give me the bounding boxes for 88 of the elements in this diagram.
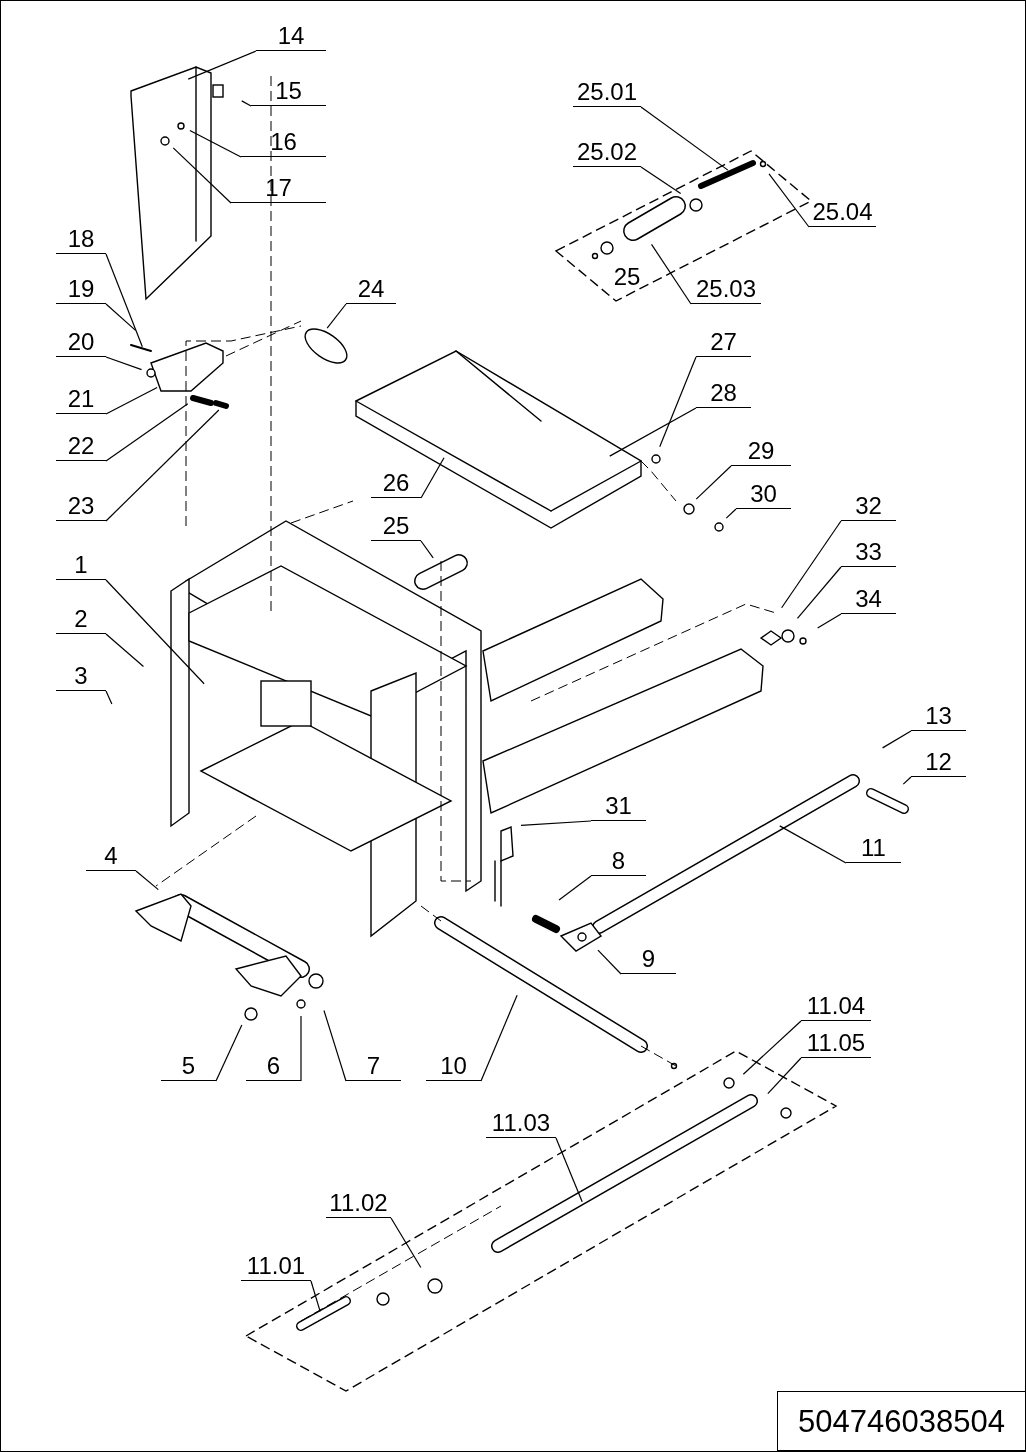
callout-number: 12 (911, 747, 966, 777)
leader-line (420, 457, 445, 499)
callout-number: 11.04 (801, 991, 871, 1021)
callout-number: 11.02 (326, 1188, 391, 1218)
leader-line (767, 1057, 802, 1095)
callout-number: 16 (241, 127, 326, 157)
callout-number: 15 (251, 76, 326, 106)
callout-number: 22 (56, 431, 106, 461)
callout-number: 29 (731, 436, 791, 466)
callout-number: 31 (591, 791, 646, 821)
callout-number: 5 (161, 1051, 216, 1081)
leader-line (326, 303, 347, 329)
callout-number: 25.01 (573, 77, 641, 107)
callout-number: 11 (846, 833, 901, 863)
callout-number: 33 (841, 537, 896, 567)
callout-number: 34 (841, 584, 896, 614)
leader-line (779, 825, 847, 864)
callout-number: 10 (426, 1051, 481, 1081)
leader-line (105, 690, 113, 705)
part-number: 504746038504 (777, 1391, 1026, 1451)
leader-line (640, 106, 729, 171)
leader-line (105, 253, 143, 348)
callout-number: 25 (371, 511, 421, 541)
callout-number: 23 (56, 491, 106, 521)
leader-line (172, 147, 232, 204)
leader-line (768, 173, 810, 228)
leader-line (105, 633, 145, 668)
leader-line (520, 820, 592, 826)
leader-line (105, 303, 137, 331)
leader-line (597, 949, 622, 975)
leader-line (105, 387, 158, 415)
leader-line (659, 356, 697, 448)
leader-line (310, 1280, 321, 1312)
callout-number: 8 (591, 846, 646, 876)
leader-line (105, 403, 189, 462)
callout-number: 27 (696, 327, 751, 357)
leader-line (390, 1217, 422, 1269)
leader-line (695, 465, 732, 500)
leader-line (189, 130, 242, 158)
callout-number: 11.01 (241, 1251, 311, 1281)
callout-number: 9 (621, 944, 676, 974)
leader-line (215, 1024, 243, 1082)
leader-line (882, 730, 912, 749)
callout-number: 26 (371, 468, 421, 498)
callout-number: 21 (56, 384, 106, 414)
leader-line (725, 508, 737, 519)
leader-line (420, 540, 434, 559)
callout-number: 4 (86, 841, 136, 871)
leader-line (135, 870, 159, 891)
leader-line (640, 166, 682, 195)
leader-line (555, 1137, 583, 1203)
callout-number: 18 (56, 224, 106, 254)
callout-number: 1 (56, 550, 106, 580)
callout-number: 17 (231, 173, 326, 203)
leader-line (609, 407, 697, 457)
callout-number: 14 (256, 21, 326, 51)
callout-number: 3 (56, 661, 106, 691)
leader-line (817, 613, 842, 629)
leader-line (796, 566, 842, 619)
assembly-number: 25 (612, 263, 642, 291)
leader-line (650, 243, 692, 305)
callout-number: 11.05 (801, 1028, 871, 1058)
leader-line (902, 776, 912, 785)
callout-number: 25.04 (809, 197, 876, 227)
callout-number: 11.03 (486, 1108, 556, 1138)
leader-line (300, 1015, 302, 1082)
leader-line (105, 409, 220, 522)
callout-number: 30 (736, 479, 791, 509)
leader-line (781, 520, 842, 609)
leader-line (105, 356, 143, 371)
callout-number: 20 (56, 327, 106, 357)
callout-number: 32 (841, 491, 896, 521)
callout-number: 6 (246, 1051, 301, 1081)
leader-line (105, 579, 205, 685)
callout-number: 7 (346, 1051, 401, 1081)
leader-line (558, 875, 592, 901)
leader-line (241, 100, 252, 107)
callout-number: 28 (696, 378, 751, 408)
leader-line (742, 1020, 802, 1075)
callout-number: 2 (56, 604, 106, 634)
callout-number: 25.03 (691, 274, 761, 304)
leader-line (480, 994, 518, 1082)
leader-line (187, 50, 257, 80)
callout-number: 25.02 (573, 137, 641, 167)
callout-number: 24 (346, 274, 396, 304)
leader-line (323, 1009, 347, 1082)
callout-number: 13 (911, 701, 966, 731)
callout-number: 19 (56, 274, 106, 304)
